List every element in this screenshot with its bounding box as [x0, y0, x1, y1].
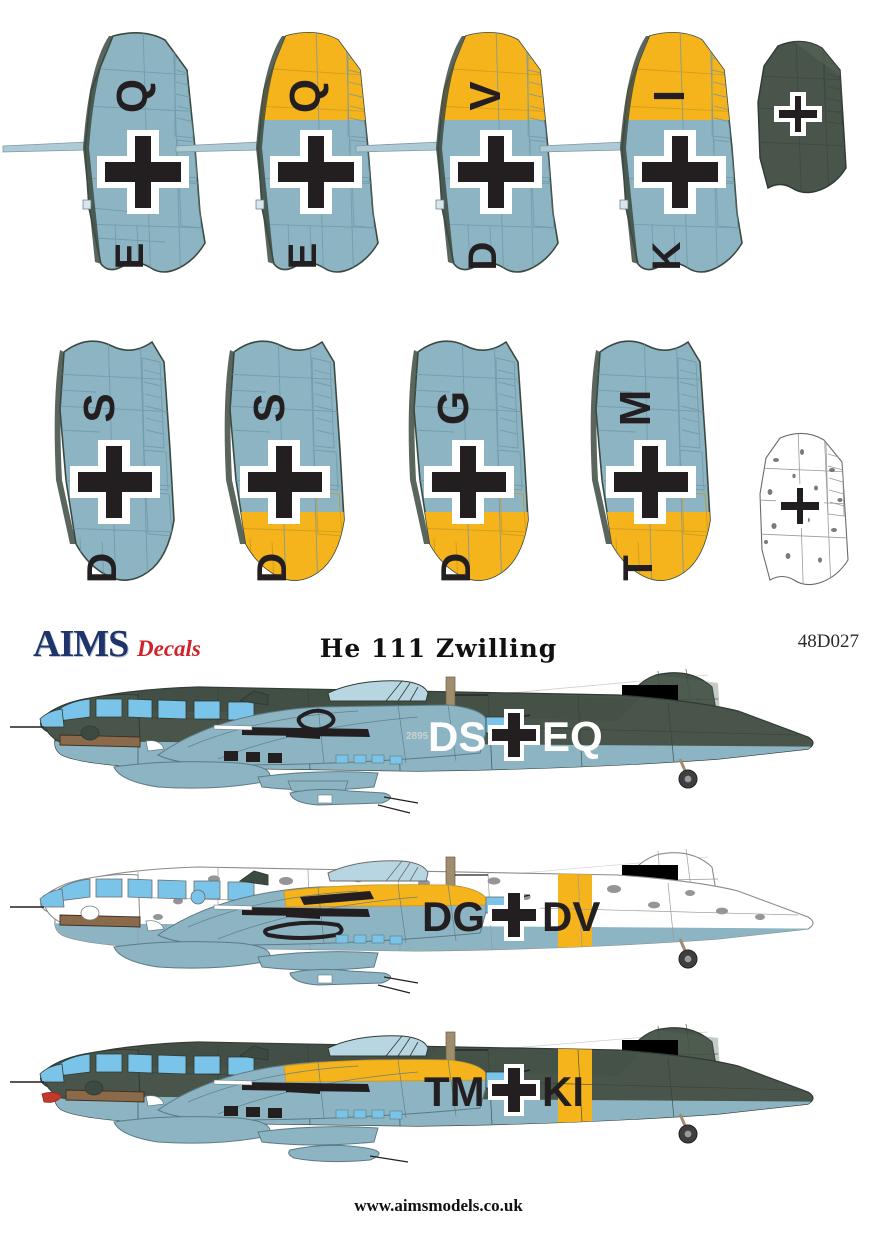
fin-4: I K — [539, 28, 767, 290]
dorsal-turret — [238, 690, 269, 706]
underside-windows — [335, 1109, 403, 1120]
fin-6: S D — [206, 330, 381, 592]
ventral-gondola — [113, 1116, 271, 1144]
ventral-gondola — [113, 761, 271, 789]
balkenkreuz — [240, 440, 330, 524]
fin-bottom-letter: T — [614, 555, 661, 581]
cockpit-canopy — [327, 860, 429, 882]
cockpit-glazing — [39, 1053, 255, 1083]
fin-top-letter: Q — [281, 79, 330, 113]
dorsal-turret — [238, 870, 269, 886]
fin-8: M T — [572, 330, 747, 592]
bomb-bay-detail — [59, 914, 141, 928]
ventral-gondola — [113, 941, 271, 969]
fin-bottom-letter: D — [248, 553, 295, 583]
fin-bottom-letter: D — [461, 242, 505, 271]
fin-2: Q E — [175, 28, 403, 290]
underwing-pod — [288, 1144, 380, 1163]
underwing-pod — [289, 788, 391, 806]
profile-dg-dv: DG DV — [10, 835, 863, 1020]
dorsal-turret — [238, 1045, 269, 1061]
brand-name: AIMS — [33, 623, 129, 665]
nose-red-marking — [41, 1092, 63, 1103]
cockpit-glazing — [39, 878, 255, 908]
fin-5: S D — [36, 330, 211, 592]
sheet-title: He 111 Zwilling — [319, 634, 558, 663]
underside-windows — [335, 754, 403, 765]
cockpit-canopy — [327, 680, 429, 702]
bomb-bay-detail — [59, 734, 141, 748]
fuselage-code-right: DV — [542, 893, 600, 940]
fin-bottom-letter: E — [108, 243, 152, 270]
fin-top-letter: G — [429, 391, 478, 425]
profile-ds-eq: 2895 DS EQ — [10, 655, 863, 835]
fin-bottom-letter: D — [432, 553, 479, 583]
rudder-winter-white — [742, 430, 872, 610]
fin-top-letter: V — [461, 81, 510, 111]
fin-bottom-letter: E — [281, 243, 325, 270]
fin-top-letter: S — [75, 393, 124, 422]
underside-windows — [335, 934, 403, 945]
underwing-pod — [289, 968, 391, 986]
fin-top-letter: I — [645, 90, 694, 102]
balkenkreuz — [424, 440, 514, 524]
balkenkreuz — [606, 440, 696, 524]
aims-decals-logo: AIMS Decals — [33, 622, 201, 666]
werknummer: 2895 — [406, 731, 429, 742]
bomb-bay-detail — [65, 1089, 145, 1103]
product-code: 48D027 — [797, 631, 859, 652]
fin-top-letter: M — [611, 390, 660, 427]
balkenkreuz — [270, 130, 362, 214]
winter-camo-speckle — [764, 447, 844, 563]
website-footer: www.aimsmodels.co.uk — [354, 1196, 523, 1215]
rudder-dark-green — [740, 38, 870, 218]
balkenkreuz — [450, 130, 542, 214]
fin-bottom-letter: D — [78, 553, 125, 583]
fin-bottom-letter: K — [645, 241, 689, 270]
balkenkreuz-small — [774, 92, 822, 136]
balkenkreuz — [97, 130, 189, 214]
fuselage-code-left: DG — [422, 893, 485, 940]
fin-1: Q E — [2, 28, 230, 290]
wing-marking-letter — [300, 891, 374, 905]
fuselage-balkenkreuz — [488, 1064, 540, 1116]
stabiliser-stub — [2, 141, 88, 153]
brand-suffix: Decals — [137, 636, 201, 661]
cockpit-glazing — [39, 698, 255, 728]
fin-top-letter: S — [245, 393, 294, 422]
balkenkreuz-small — [776, 484, 824, 528]
balkenkreuz — [70, 440, 160, 524]
fuselage-code-left: DS — [428, 713, 486, 760]
fuselage-balkenkreuz — [488, 709, 540, 761]
fin-7: G D — [390, 330, 565, 592]
wing-marking-letter — [296, 708, 336, 732]
fuselage-code-right: KI — [542, 1068, 584, 1115]
fuselage-code-left: TM — [424, 1068, 485, 1115]
profile-tm-ki: TM KI — [10, 1010, 863, 1195]
cockpit-canopy — [327, 1035, 429, 1057]
fin-3: V D — [355, 28, 583, 290]
fuselage-code-right: EQ — [542, 713, 603, 760]
balkenkreuz — [634, 130, 726, 214]
fin-top-letter: Q — [108, 79, 157, 113]
fuselage-balkenkreuz — [488, 889, 540, 941]
